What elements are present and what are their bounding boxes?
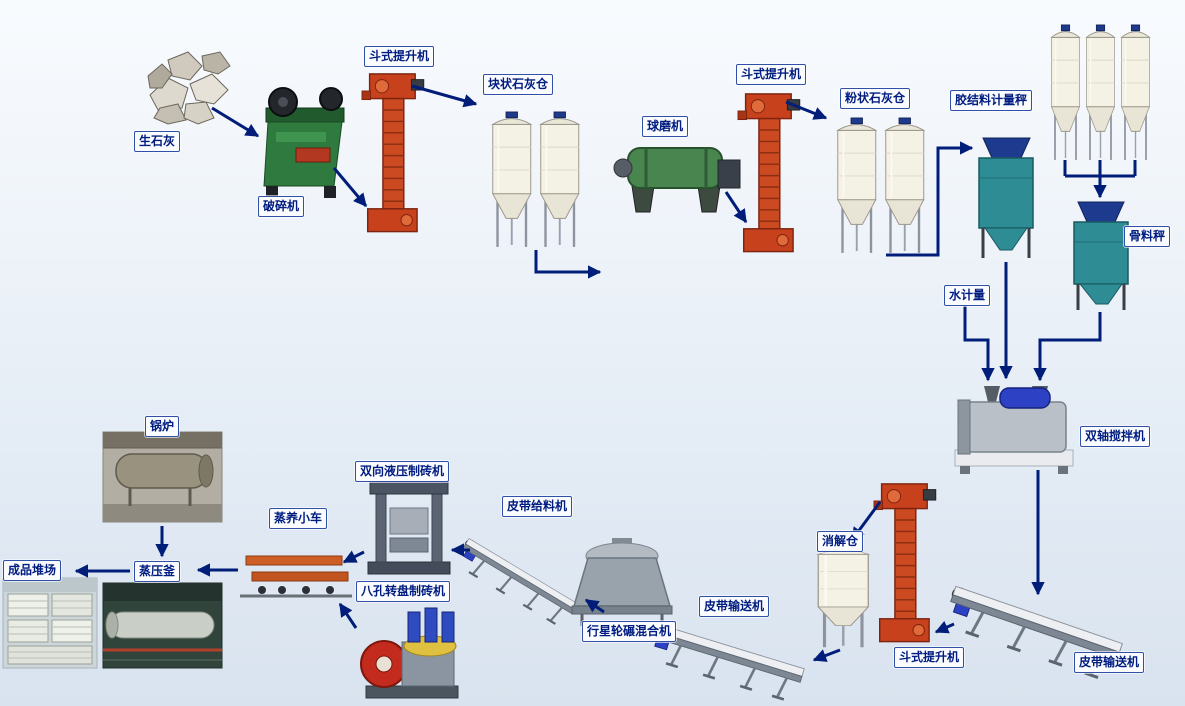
powder-lime-silo-2 (884, 116, 925, 255)
lump-lime-silo-1 (491, 110, 532, 249)
label-belt-conveyor-right: 皮带输送机 (1074, 652, 1145, 673)
twin-shaft-mixer-illustration (954, 386, 1074, 474)
label-digestion-silo: 消解仓 (817, 531, 864, 552)
bucket-elevator-2-illustration (737, 93, 801, 253)
curing-trolley-illustration (240, 555, 352, 598)
label-powder-lime-silo: 粉状石灰仓 (840, 88, 911, 109)
label-planetary-mixer: 行星轮碾混合机 (582, 621, 677, 642)
rotary-press-illustration (360, 607, 459, 699)
label-boiler: 锅炉 (145, 416, 180, 437)
label-ball-mill: 球磨机 (642, 116, 689, 137)
flow-arrow (342, 550, 365, 564)
aggregate-silo-1 (1050, 23, 1081, 162)
flow-arrow (584, 598, 605, 614)
label-autoclave: 蒸压釜 (134, 561, 181, 582)
aggregate-silo-3 (1120, 23, 1151, 162)
flow-arrow (332, 167, 368, 208)
bucket-elevator-3-illustration (873, 483, 937, 643)
label-water-meter: 水计量 (944, 285, 991, 306)
label-hydraulic-press: 双向液压制砖机 (355, 461, 450, 482)
product-yard-photo (2, 577, 98, 669)
autoclave-photo (102, 582, 223, 669)
aggregate-weigher-illustration (1073, 201, 1129, 310)
bucket-elevator-1-illustration (361, 73, 425, 233)
label-belt-conveyor-mid: 皮带输送机 (699, 596, 770, 617)
label-belt-feeder: 皮带给料机 (502, 496, 573, 517)
aggregate-silo-2 (1085, 23, 1116, 162)
boiler-photo (102, 431, 223, 523)
label-aggregate-weigher: 骨料秤 (1124, 226, 1171, 247)
flow-arrow (724, 191, 748, 224)
label-bucket-elevator-3: 斗式提升机 (894, 647, 965, 668)
binder-weigher-illustration (978, 137, 1034, 258)
powder-lime-silo-1 (836, 116, 877, 255)
label-binder-weigher: 胶结料计量秤 (950, 90, 1033, 111)
flow-arrow (812, 648, 841, 662)
label-product-yard: 成品堆场 (3, 560, 62, 581)
flow-arrow (785, 100, 828, 120)
flow-arrow (1033, 312, 1102, 382)
label-rotary-press: 八孔转盘制砖机 (356, 581, 451, 602)
ball-mill-illustration (613, 147, 741, 213)
quicklime-rocks-illustration (147, 51, 231, 125)
label-twin-shaft-mixer: 双轴搅拌机 (1080, 426, 1151, 447)
digestion-silo-illustration (816, 543, 870, 649)
hydraulic-press-illustration (367, 479, 451, 575)
flow-arrow (338, 602, 358, 629)
flow-arrow (411, 84, 478, 108)
label-crusher: 破碎机 (258, 196, 305, 217)
flow-arrow (534, 250, 602, 279)
flow-arrows (74, 84, 1137, 662)
jaw-crusher-illustration (263, 87, 345, 198)
label-lump-lime-silo: 块状石灰仓 (483, 74, 554, 95)
lump-lime-silo-2 (539, 110, 580, 249)
flow-arrow (934, 620, 955, 634)
planetary-mixer-illustration (571, 538, 673, 626)
label-bucket-elevator-1: 斗式提升机 (364, 46, 435, 67)
label-bucket-elevator-2: 斗式提升机 (736, 64, 807, 85)
flow-arrow (963, 306, 995, 382)
flow-arrow (211, 106, 260, 138)
label-quicklime: 生石灰 (134, 131, 181, 152)
belt-feeder-illustration (452, 536, 579, 630)
label-curing-trolley: 蒸养小车 (269, 508, 328, 529)
flow-arrow (886, 141, 974, 257)
